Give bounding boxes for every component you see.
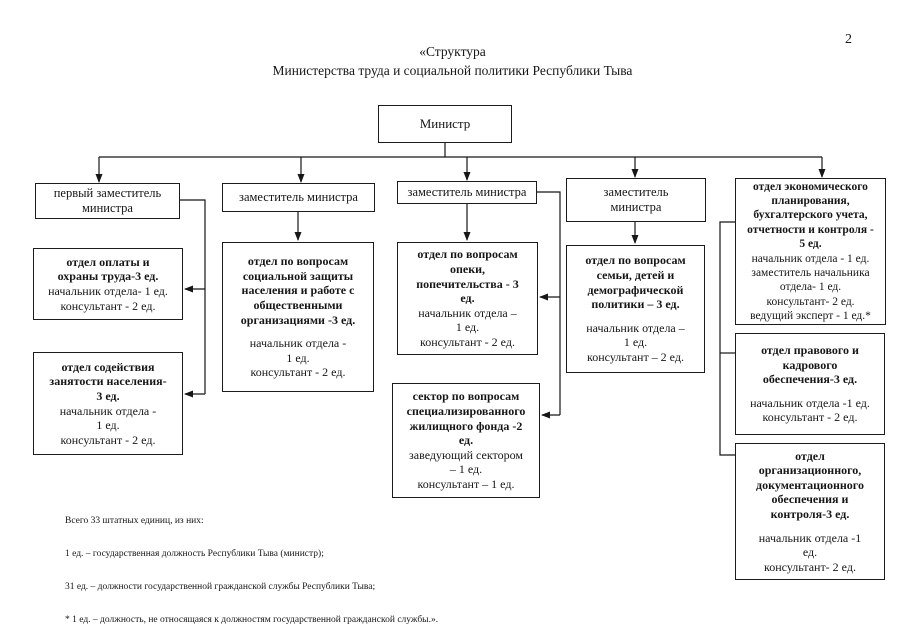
page-number: 2 <box>845 32 852 47</box>
box-minister: Министр <box>378 105 512 143</box>
footnote-civil-service: 31 ед. – должности государственной гражд… <box>65 582 376 592</box>
box-deputy-minister-4: заместитель министра <box>566 178 706 222</box>
document-title: «Структура Министерства труда и социальн… <box>0 42 905 80</box>
box-organizational-documentation-dept: отдел организационного, документационног… <box>735 443 885 580</box>
box-first-deputy-minister: первый заместитель министра <box>35 183 180 219</box>
employment-dept-staff: начальник отдела - 1 ед. консультант - 2… <box>59 403 157 447</box>
labor-pay-dept-staff: начальник отдела- 1 ед. консультант - 2 … <box>48 284 168 313</box>
legal-hr-dept-title: отдел правового и кадрового обеспечения-… <box>761 342 859 387</box>
social-protection-dept-staff: начальник отдела - 1 ед. консультант - 2… <box>249 336 347 380</box>
footnote-non-civil-service: * 1 ед. – должность, не относящаяся к до… <box>65 615 439 625</box>
box-employment-dept: отдел содействия занятости населения- 3 … <box>33 352 183 455</box>
custody-dept-staff: начальник отдела – 1 ед. консультант - 2… <box>418 305 517 350</box>
deputy-2-label: заместитель министра <box>239 189 358 204</box>
deputy-3-label: заместитель министра <box>407 184 527 199</box>
economic-planning-dept-staff: начальник отдела - 1 ед. заместитель нач… <box>750 252 871 323</box>
family-children-dept-staff: начальник отдела – 1 ед. консультант – 2… <box>586 320 685 365</box>
legal-hr-dept-staff: начальник отдела -1 ед. консультант - 2 … <box>750 395 870 425</box>
box-deputy-minister-2: заместитель министра <box>222 183 375 212</box>
first-deputy-label: первый заместитель министра <box>53 185 162 215</box>
social-protection-dept-title: отдел по вопросам социальной защиты насе… <box>240 254 356 327</box>
box-housing-sector: сектор по вопросам специализированного ж… <box>392 383 540 498</box>
box-family-children-dept: отдел по вопросам семьи, детей и демогра… <box>566 245 705 373</box>
custody-dept-title: отдел по вопросам опеки, попечительства … <box>416 247 519 306</box>
family-children-dept-title: отдел по вопросам семьи, детей и демогра… <box>585 253 686 312</box>
labor-pay-dept-title: отдел оплаты и охраны труда-3 ед. <box>57 254 159 284</box>
economic-planning-dept-title: отдел экономического планирования, бухга… <box>747 180 874 251</box>
box-social-protection-dept: отдел по вопросам социальной защиты насе… <box>222 242 374 392</box>
footnote-state-position: 1 ед. – государственная должность Респуб… <box>65 549 324 559</box>
box-labor-pay-dept: отдел оплаты и охраны труда-3 ед. началь… <box>33 248 183 320</box>
housing-sector-title: сектор по вопросам специализированного ж… <box>406 389 526 448</box>
footnote-total: Всего 33 штатных единиц, из них: <box>65 516 204 526</box>
deputy-4-label: заместитель министра <box>603 184 669 214</box>
organizational-documentation-dept-staff: начальник отдела -1 ед. консультант- 2 е… <box>758 530 862 574</box>
box-economic-planning-dept: отдел экономического планирования, бухга… <box>735 178 886 325</box>
footnotes: Всего 33 штатных единиц, из них: 1 ед. –… <box>65 494 438 639</box>
box-deputy-minister-3: заместитель министра <box>397 181 537 204</box>
box-legal-hr-dept: отдел правового и кадрового обеспечения-… <box>735 333 885 435</box>
title-line-2: Министерства труда и социальной политики… <box>272 63 633 78</box>
box-custody-dept: отдел по вопросам опеки, попечительства … <box>397 242 538 355</box>
housing-sector-staff: заведующий сектором – 1 ед. консультант … <box>409 447 523 492</box>
title-line-1: «Структура <box>419 44 486 59</box>
organizational-documentation-dept-title: отдел организационного, документационног… <box>756 448 864 522</box>
minister-label: Министр <box>419 116 471 132</box>
employment-dept-title: отдел содействия занятости населения- 3 … <box>49 359 167 403</box>
